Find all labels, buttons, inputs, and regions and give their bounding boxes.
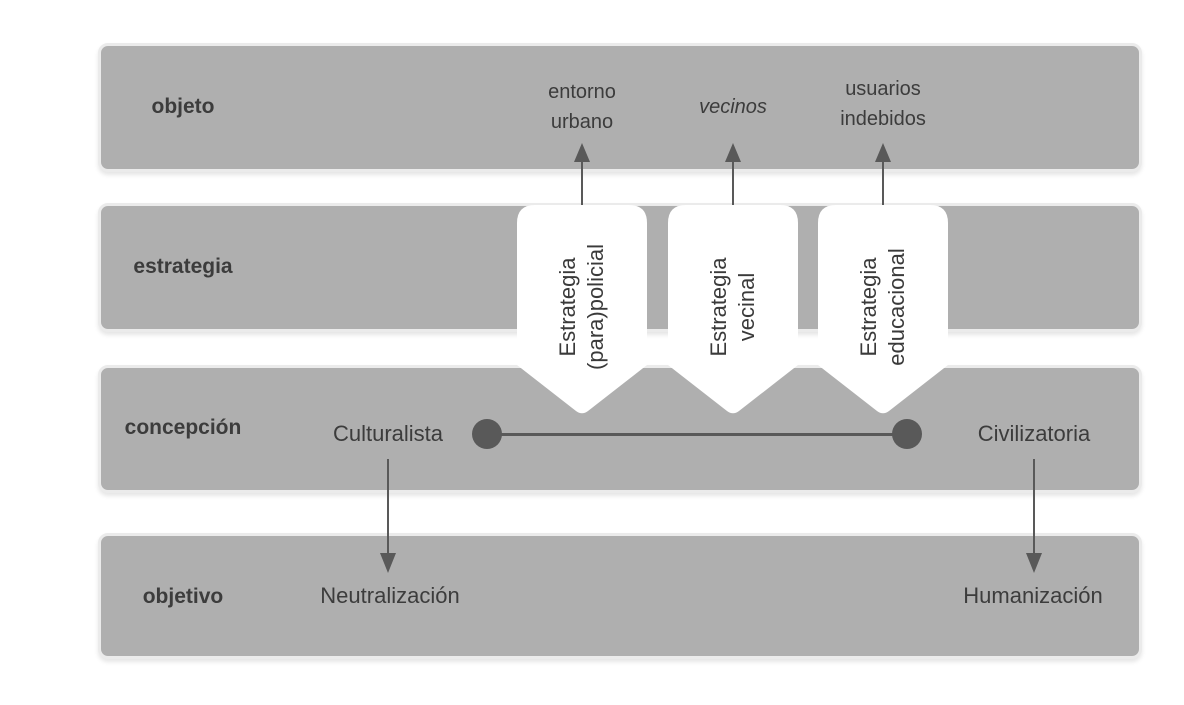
pointer-down-shape: [517, 205, 647, 414]
row-label-objetivo: objetivo: [142, 585, 224, 608]
down-arrow-line-left: [387, 459, 389, 553]
object-label-line: entorno: [548, 81, 616, 103]
band-objetivo: [98, 533, 1142, 659]
up-arrow-head-2: [725, 143, 741, 162]
pointer-down-shape: [668, 205, 798, 414]
object-label-line: urbano: [550, 111, 614, 133]
down-arrow-head-right: [1026, 553, 1042, 573]
strategy-label: Estrategia (para)policial: [554, 244, 610, 370]
strategy-label-line: vecinal: [734, 272, 759, 341]
strategy-label: Estrategia vecinal: [705, 257, 761, 356]
pointer-down-shape: [818, 205, 948, 414]
up-arrow-head-3: [875, 143, 891, 162]
band-objeto: [98, 43, 1142, 172]
conception-axis-line: [487, 433, 907, 436]
object-label-vecinos: vecinos: [699, 92, 767, 122]
conception-axis-dot-left: [472, 419, 502, 449]
down-arrow-head-left: [380, 553, 396, 573]
up-arrow-line-1: [581, 161, 583, 206]
strategy-shape-parapolicial: Estrategia (para)policial: [517, 205, 647, 417]
strategy-label-line: educacional: [884, 248, 909, 366]
up-arrow-line-3: [882, 161, 884, 206]
object-label-usuarios-indebidos: usuarios indebidos: [840, 74, 926, 134]
objective-label-neutralizacion: Neutralización: [320, 583, 460, 608]
strategy-label-line: (para)policial: [583, 243, 608, 370]
row-label-estrategia: estrategia: [133, 255, 233, 278]
up-arrow-line-2: [732, 161, 734, 206]
strategy-label-line: Estrategia: [856, 257, 881, 357]
strategy-label-line: Estrategia: [706, 257, 731, 357]
object-label-line: vecinos: [699, 96, 767, 118]
row-label-objeto: objeto: [151, 95, 215, 118]
strategy-label-line: Estrategia: [555, 257, 580, 357]
up-arrow-head-1: [574, 143, 590, 162]
conception-label-civilizatoria: Civilizatoria: [977, 421, 1091, 446]
row-label-concepcion: concepción: [124, 416, 242, 439]
strategy-label: Estrategia educacional: [855, 248, 911, 365]
object-label-line: usuarios: [845, 78, 921, 100]
strategy-shape-vecinal: Estrategia vecinal: [668, 205, 798, 417]
band-concepcion: [98, 365, 1142, 493]
conception-label-culturalista: Culturalista: [332, 421, 444, 446]
conception-axis-dot-right: [892, 419, 922, 449]
object-label-line: indebidos: [840, 108, 926, 130]
strategy-shape-educacional: Estrategia educacional: [818, 205, 948, 417]
object-label-entorno-urbano: entorno urbano: [548, 77, 616, 137]
down-arrow-line-right: [1033, 459, 1035, 553]
objective-label-humanizacion: Humanización: [963, 583, 1103, 608]
